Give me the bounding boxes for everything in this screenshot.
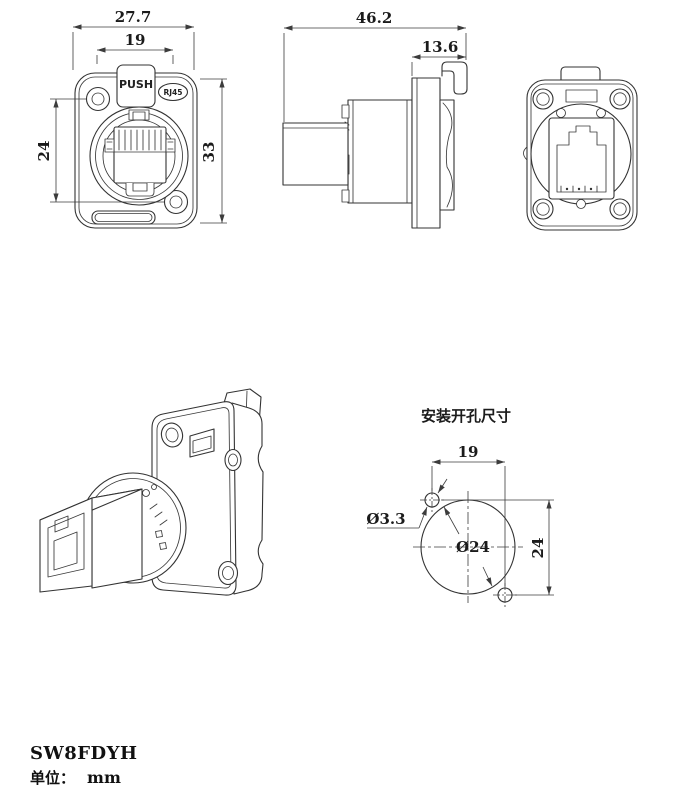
push-label: PUSH bbox=[119, 78, 153, 91]
side-rear-plate bbox=[439, 99, 455, 211]
side-spring-profile bbox=[442, 102, 453, 208]
front-key-notch bbox=[128, 109, 150, 121]
rear-key-notch bbox=[565, 89, 598, 103]
screw-hole-top-left bbox=[420, 488, 444, 512]
panel-hole-callout: Ø24 bbox=[443, 506, 493, 587]
mounting-dim-h: 19 bbox=[431, 443, 506, 586]
front-bottom-slot bbox=[91, 210, 156, 225]
dim-overall-depth: 46.2 bbox=[356, 9, 393, 27]
iso-keystone-opening bbox=[53, 531, 78, 571]
iso-keystone-latch-notch bbox=[54, 515, 69, 533]
mounting-hole-view: 安装开孔尺寸 Ø3.3 Ø24 19 bbox=[366, 407, 554, 607]
front-view: PUSH RJ45 27.7 19 24 33 bbox=[35, 8, 227, 229]
mounting-dim-v: 24 bbox=[441, 499, 554, 596]
units-value: mm bbox=[87, 768, 121, 787]
isometric-view bbox=[39, 388, 264, 596]
front-screw-hole-bottom-right bbox=[163, 189, 189, 215]
dim-flange-depth: 13.6 bbox=[422, 38, 459, 56]
dim-hole-spacing-v: 24 bbox=[35, 141, 53, 162]
dim-overall-height: 33 bbox=[200, 142, 218, 163]
front-push-tab bbox=[116, 64, 156, 108]
rear-pin-marks bbox=[560, 185, 598, 193]
units-label: 单位： bbox=[30, 769, 76, 787]
dim-hole-spacing-h: 19 bbox=[125, 31, 146, 49]
front-rj45-badge bbox=[157, 82, 189, 102]
mounting-title: 安装开孔尺寸 bbox=[421, 407, 511, 425]
iso-push-slot bbox=[189, 428, 215, 458]
side-latch-tab-1 bbox=[341, 104, 350, 119]
model-number: SW8FDYH bbox=[30, 743, 138, 764]
front-screw-hole-top-left bbox=[85, 86, 111, 112]
side-latch-tab-3 bbox=[341, 189, 350, 203]
rear-edge-notch bbox=[523, 146, 528, 161]
side-view: 46.2 13.6 bbox=[282, 9, 468, 229]
iso-screw-holes bbox=[160, 422, 242, 586]
side-rj45-boot bbox=[282, 122, 349, 186]
iso-rj45-socket-box bbox=[39, 488, 143, 593]
side-flange-plate bbox=[411, 77, 441, 229]
dim-screw-hole-dia: Ø3.3 bbox=[366, 510, 405, 528]
rj45-bottom-tab bbox=[125, 182, 155, 197]
dim-mount-spacing-v: 24 bbox=[529, 538, 547, 559]
side-latch-hook bbox=[441, 61, 468, 95]
footer: SW8FDYH 单位： mm bbox=[30, 743, 137, 788]
side-dimensions: 46.2 13.6 bbox=[283, 9, 467, 122]
dim-mount-spacing-h: 19 bbox=[458, 443, 479, 461]
iso-flange-side bbox=[231, 402, 264, 595]
technical-drawing-canvas: PUSH RJ45 27.7 19 24 33 bbox=[35, 8, 638, 607]
front-dimensions: 27.7 19 24 33 bbox=[35, 8, 227, 224]
rj45-pin-contacts bbox=[113, 129, 167, 153]
rear-keystone-socket bbox=[548, 117, 615, 200]
rj45-latch-left bbox=[104, 138, 115, 153]
units-line: 单位： mm bbox=[30, 767, 137, 788]
rear-screw-holes bbox=[532, 88, 631, 220]
screw-hole-callout: Ø3.3 bbox=[366, 478, 448, 529]
iso-box-front bbox=[39, 497, 93, 593]
rear-view bbox=[523, 66, 638, 231]
rj45-latch-right bbox=[165, 138, 176, 153]
side-cylinder-body bbox=[347, 99, 413, 204]
front-rj45-jack bbox=[104, 126, 176, 197]
dim-panel-hole-dia: Ø24 bbox=[456, 538, 490, 556]
dim-overall-width: 27.7 bbox=[115, 8, 152, 26]
rj45-badge-label: RJ45 bbox=[163, 88, 182, 97]
